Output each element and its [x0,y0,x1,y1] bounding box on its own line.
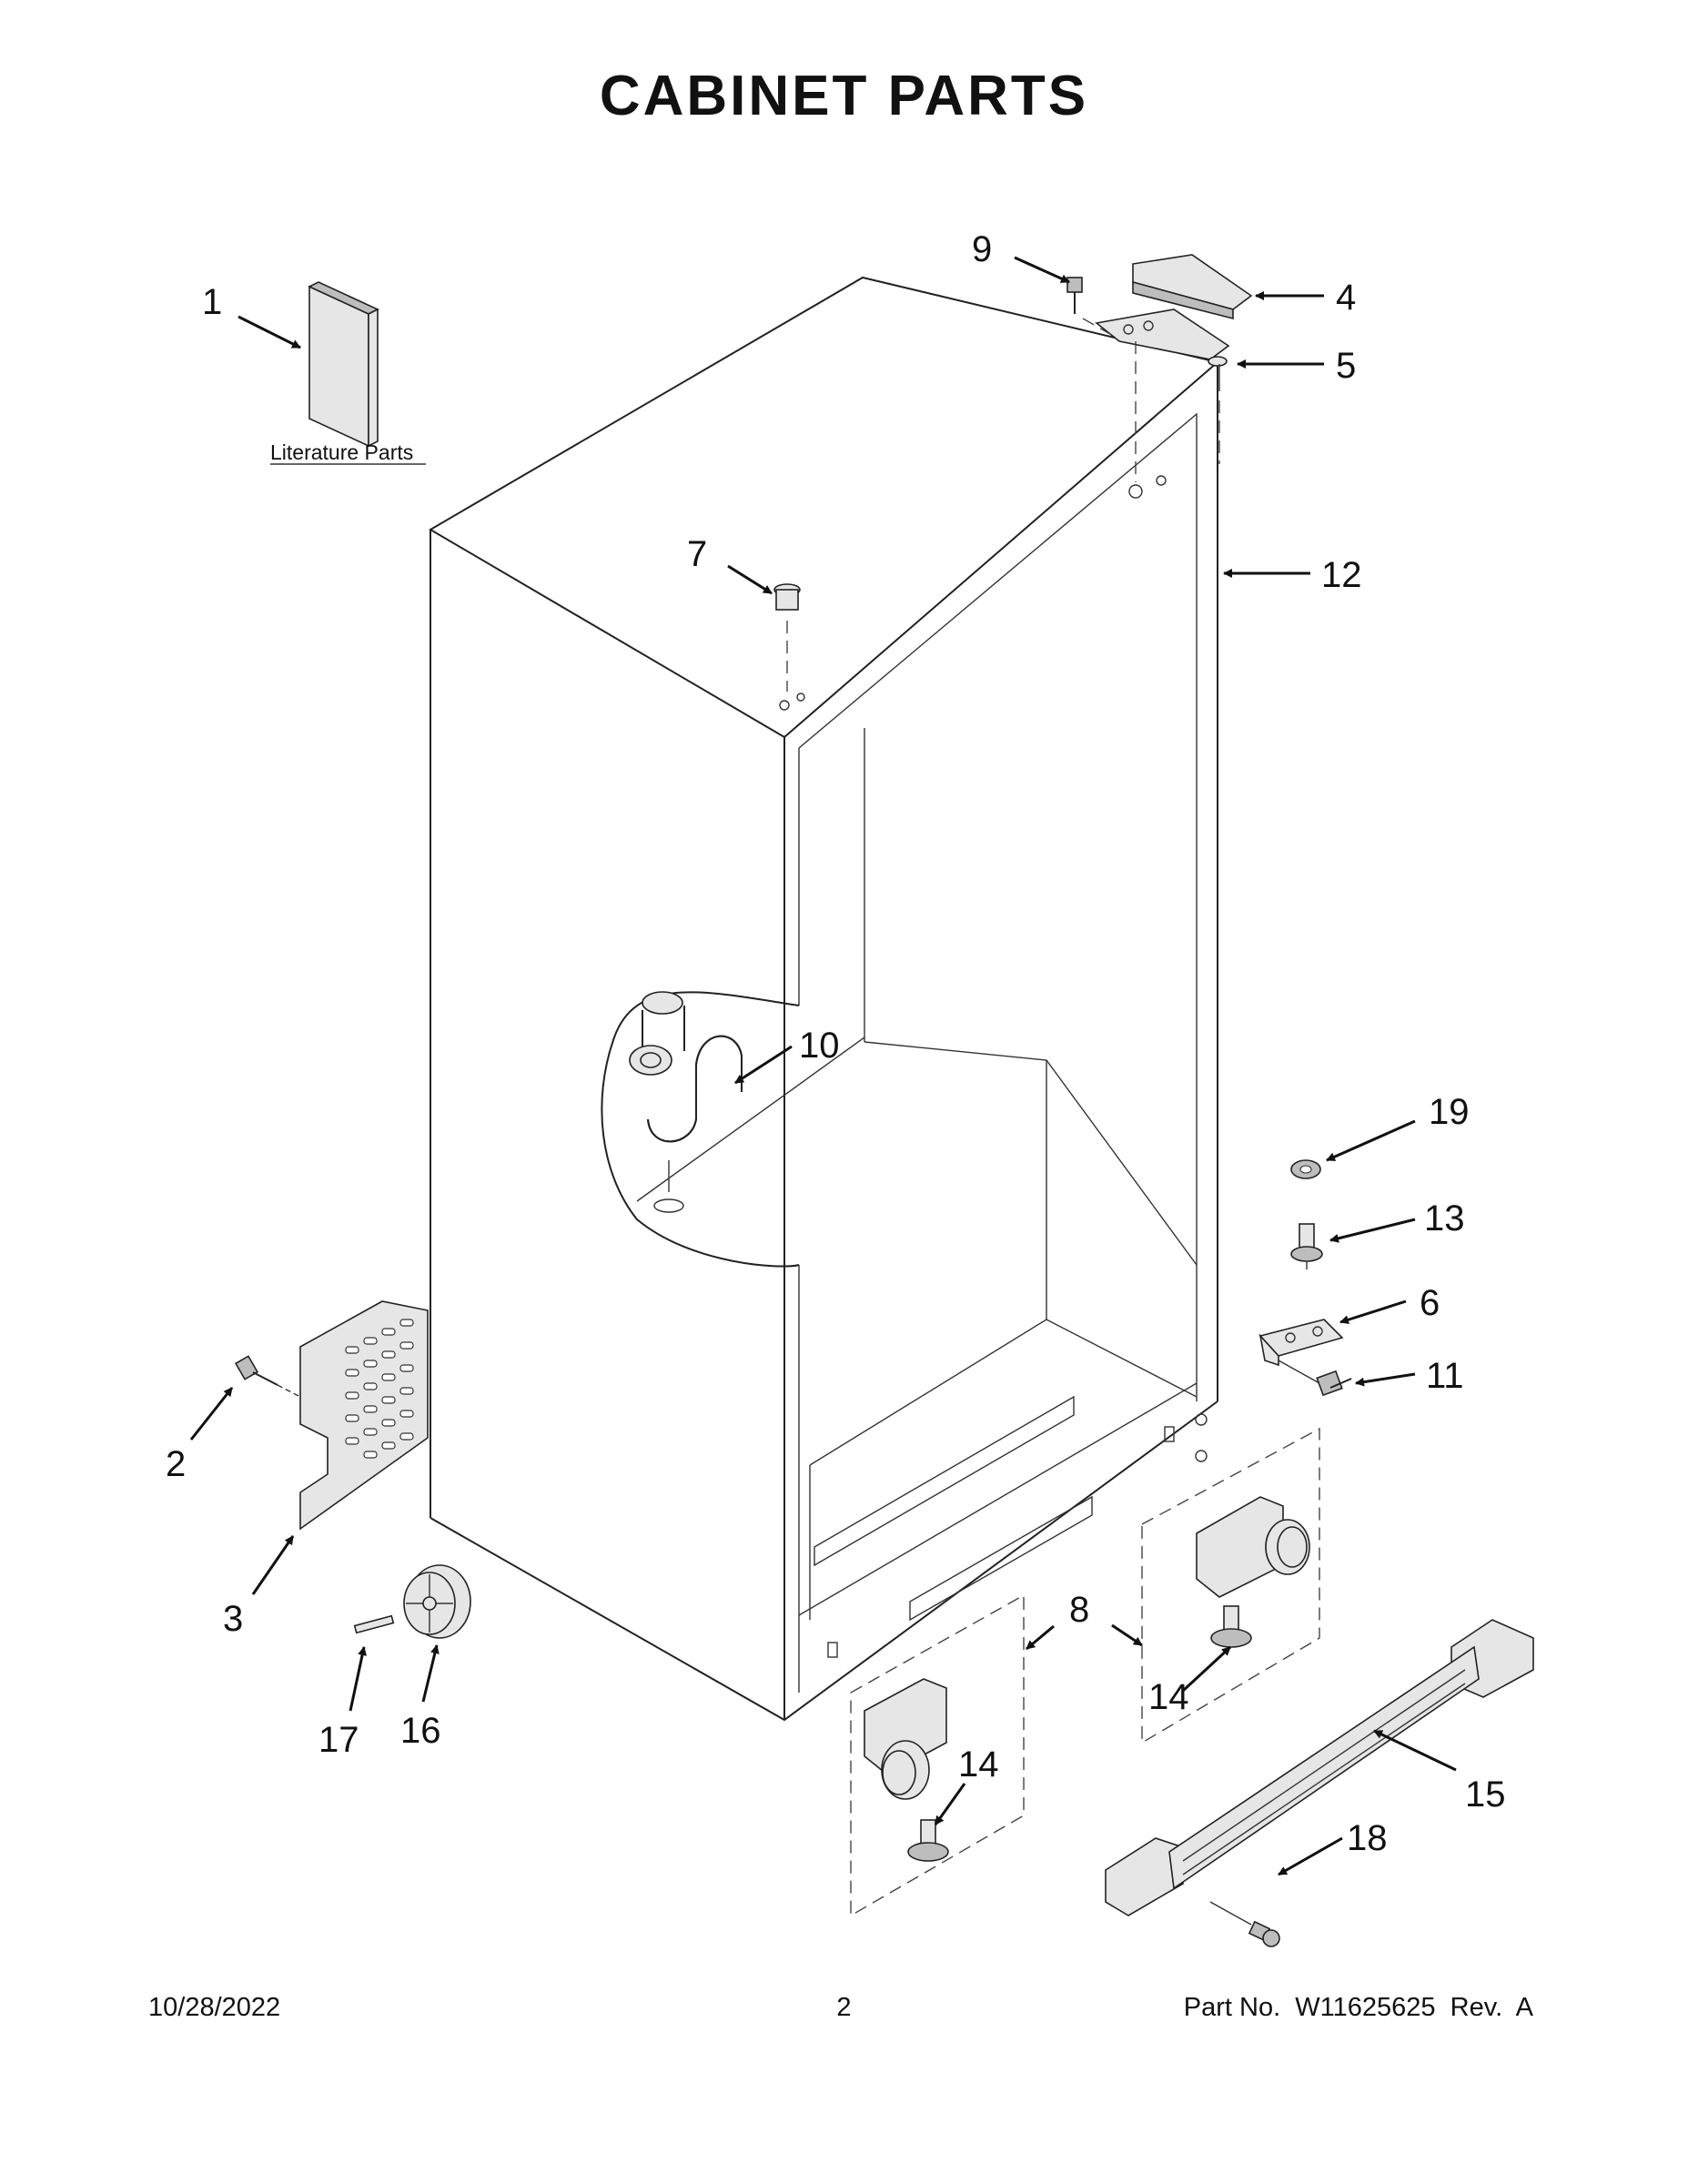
part-number-value: W11625625 [1295,1993,1436,2022]
callout-19: 19 [1429,1092,1470,1132]
callout-6: 6 [1420,1283,1440,1323]
part-7-plug [773,583,801,692]
rear-roller [353,1564,471,1639]
callout-14-left: 14 [958,1744,999,1785]
revision-label: Rev. [1450,1993,1503,2022]
callout-11: 11 [1426,1356,1464,1396]
callout-5: 5 [1336,346,1356,386]
callout-9: 9 [972,229,992,269]
callout-7: 7 [687,534,707,574]
front-leveler-left [850,1593,1025,1917]
revision-value: A [1515,1993,1533,2022]
front-leveler-right [1141,1427,1320,1744]
drain-tube [629,991,743,1192]
footer-part-number: Part No. W11625625 Rev. A [1184,1993,1533,2023]
page-title: CABINET PARTS [599,65,1089,127]
callout-18: 18 [1347,1818,1388,1858]
footer-date: 10/28/2022 [148,1993,281,2022]
callout-12: 12 [1321,555,1362,595]
literature-parts: Literature Parts [270,281,426,465]
top-hinge-assembly [1066,254,1253,482]
callout-labels: 1 2 3 4 5 6 7 8 9 10 11 12 13 14 14 15 1… [166,229,1506,1858]
callout-13: 13 [1424,1198,1465,1239]
callout-4: 4 [1336,278,1356,318]
callout-arrows [189,256,1457,1876]
base-grille [1105,1619,1534,1947]
lower-hinge-parts [1258,1159,1352,1397]
screw-2 [234,1355,301,1398]
rear-grille [299,1300,429,1531]
callout-8: 8 [1069,1590,1089,1630]
cabinet [429,276,1220,1722]
literature-label: Literature Parts [270,440,413,464]
callout-3: 3 [223,1599,243,1639]
callout-10: 10 [799,1026,840,1066]
callout-17: 17 [318,1720,359,1760]
callout-2: 2 [166,1444,186,1484]
callout-1: 1 [202,282,222,322]
part-number-label: Part No. [1183,1993,1281,2022]
footer-page-number: 2 [836,1993,852,2022]
callout-14-right: 14 [1148,1677,1189,1717]
callout-15: 15 [1465,1774,1506,1815]
callout-16: 16 [400,1711,441,1751]
